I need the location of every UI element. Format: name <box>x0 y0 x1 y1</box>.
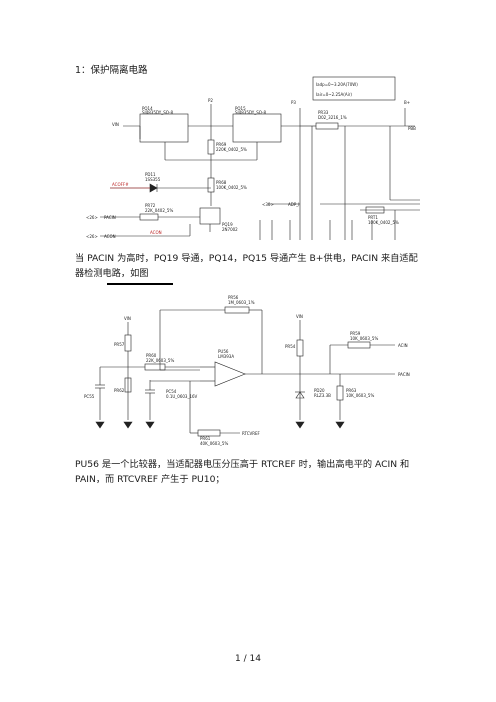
label-pr56-val: 1M_0603_1% <box>228 300 255 305</box>
paragraph-comparator: PU56 是一个比较器，当适配器电压分压高于 RTCREF 时，输出高电平的 A… <box>75 459 410 485</box>
label-vin: VIN <box>112 122 119 127</box>
label-pbb: PBB <box>408 126 416 131</box>
label-pc55: PC55 <box>84 394 95 399</box>
label-pr54: PR54 <box>285 344 296 349</box>
label-pr63: PR63 <box>346 388 357 393</box>
label-tag3: <30> <box>262 202 274 207</box>
label-adp: ADP_I <box>288 202 299 207</box>
label-pr61: PR61 <box>200 436 211 441</box>
pr54-resistor <box>296 339 304 357</box>
pr63-resistor <box>336 385 344 401</box>
label-pq15: PQ15 <box>235 106 246 111</box>
label-p3: P3 <box>291 100 296 105</box>
label-pr33: PR33 <box>318 110 329 115</box>
label-vin-left: VIN <box>124 316 131 321</box>
label-pacin: PACIN <box>104 215 116 220</box>
label-pc54-val: 0.1U_0603_16V <box>166 394 198 399</box>
label-pr68: PR68 <box>216 180 227 185</box>
pr56-resistor <box>224 306 250 314</box>
label-p2: P2 <box>208 98 213 103</box>
label-bplus: B+ <box>404 100 410 105</box>
label-pr69-val: 220K_0402_5% <box>216 147 247 152</box>
pr59-resistor <box>347 341 371 349</box>
label-tag2: <26> <box>86 234 98 239</box>
label-pr59: PR59 <box>350 331 361 336</box>
pr57-resistor <box>124 334 132 352</box>
label-pr57: PR57 <box>114 342 125 347</box>
label-pr56: PR56 <box>228 295 239 300</box>
label-pr72: PR72 <box>145 203 156 208</box>
label-pr62: PR62 <box>114 388 125 393</box>
label-acoff: ACOFF# <box>112 182 129 187</box>
label-pu56-part: LM393A <box>218 354 234 359</box>
section-heading: 1：保护隔离电路 <box>75 65 148 76</box>
pu56-comparator <box>214 361 246 387</box>
label-pr72-val: 22K_0402_5% <box>145 208 173 213</box>
paragraph-isolation: 当 PACIN 为高时，PQ19 导通，PQ14，PQ15 导通产生 B+供电，… <box>75 253 418 279</box>
pq14-box <box>139 113 189 143</box>
label-pd11: PD11 <box>145 172 156 177</box>
label-pq19: PQ19 <box>222 222 233 227</box>
label-pq19-part: 2N7002 <box>222 227 238 232</box>
label-acon2: ACON <box>150 230 162 235</box>
label-prt1: PRT1 <box>368 215 378 220</box>
label-pq14-part: SI4835DY_SO-8 <box>142 110 173 115</box>
pr62-resistor <box>124 377 132 393</box>
label-pq14: PQ14 <box>142 106 153 111</box>
label-pr68-val: 100K_0402_5% <box>216 185 247 190</box>
label-pr59-val: 10K_0603_5% <box>350 336 378 341</box>
note-line-1: Iadp=0~3.20A(70W) <box>316 82 358 87</box>
underline-mark <box>107 283 173 285</box>
label-acon: ACON <box>104 234 116 239</box>
label-pr33-val: D02_3216_1% <box>318 115 347 120</box>
current-note-box <box>312 76 396 101</box>
label-pr63-val: 10K_0603_5% <box>346 393 374 398</box>
label-pr60: PR60 <box>146 353 157 358</box>
label-pc54: PC54 <box>166 389 177 394</box>
label-prt1-val: 100K_0402_5% <box>368 220 399 225</box>
label-pd20: PD20 <box>314 388 325 393</box>
label-pd20-part: RLZ3.3B <box>314 393 331 398</box>
label-vin-right: VIN <box>296 314 303 319</box>
prt1-resistor <box>365 206 385 214</box>
label-pq15-part: SI4835DY_SO-8 <box>235 110 266 115</box>
label-rtcvref: RTCVREF <box>242 431 261 436</box>
label-pd11-part: 1SS355 <box>145 177 161 182</box>
pd20-zener <box>295 391 305 399</box>
label-acin: ACIN <box>398 343 408 348</box>
note-line-2: Iair=0~2.25A(Air) <box>316 92 352 97</box>
label-tag1: <26> <box>86 215 98 220</box>
pr60-resistor <box>144 363 166 371</box>
label-pu56: PU56 <box>218 349 229 354</box>
page-number: 1 / 14 <box>235 654 261 664</box>
label-pacin: PACIN <box>398 372 410 377</box>
label-pr60-val: 22K_0603_5% <box>146 358 174 363</box>
label-pr69: PR69 <box>216 142 227 147</box>
label-pr61-val: 40K_0603_5% <box>200 441 228 446</box>
